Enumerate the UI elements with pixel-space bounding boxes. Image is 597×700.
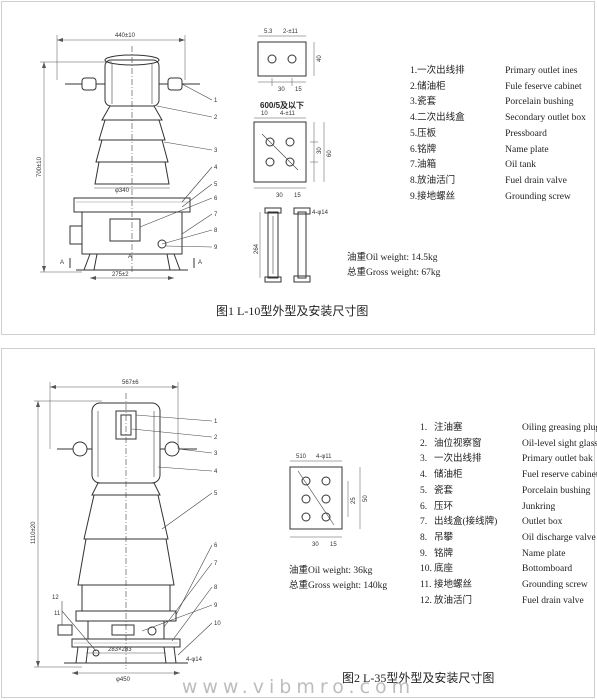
dim-4-11: 4-±11 <box>280 111 296 117</box>
dim-15: 15 <box>295 87 302 93</box>
figure-1-caption: 图1 L-10型外型及安装尺寸图 <box>216 304 369 318</box>
dim-4-14: 4-φ14 <box>312 210 329 216</box>
callout2-1: 1 <box>214 419 218 425</box>
legend-item: 7.出线盒(接线牌)Outlet box <box>420 517 563 528</box>
gross-weight: 总重Gross weight: 67kg <box>347 268 441 278</box>
dim2-50: 50 <box>363 495 369 502</box>
callout2-11: 11 <box>54 611 61 617</box>
callout-2: 2 <box>214 115 218 121</box>
callout-3: 3 <box>214 148 218 154</box>
section-a-left: A <box>60 260 64 266</box>
figure-2-panel: 567±6 1110±20 <box>1 348 597 698</box>
callout-9: 9 <box>214 245 218 251</box>
callout2-8: 8 <box>214 585 218 591</box>
dim-60: 60 <box>327 150 333 157</box>
dim-diameter: φ340 <box>115 188 130 194</box>
detail-title: 600/5及以下 <box>260 101 304 110</box>
callout2-4: 4 <box>214 469 218 475</box>
callout-7: 7 <box>214 212 218 218</box>
callout2-10: 10 <box>214 621 221 627</box>
dim2-4-11: 4-φ11 <box>316 454 332 460</box>
dim-height: 700±10 <box>37 156 43 177</box>
callout2-2: 2 <box>214 435 218 441</box>
dim-2-11: 2-±11 <box>283 29 299 35</box>
oil-weight: 油重Oil weight: 14.5kg <box>347 253 438 263</box>
figure-1-weights: 油重Oil weight: 14.5kg 总重Gross weight: 67k… <box>347 251 440 281</box>
dim2-510: 510 <box>296 454 307 460</box>
dim2-30: 30 <box>312 542 319 548</box>
dim2-base: 283×283 <box>108 647 132 653</box>
dim-30: 30 <box>278 87 285 93</box>
dim-top-width: 440±10 <box>115 33 136 39</box>
callout2-12: 12 <box>52 595 59 601</box>
callout2-7: 7 <box>214 561 218 567</box>
dim2-holes: 4-φ14 <box>186 657 203 663</box>
callout-8: 8 <box>214 228 218 234</box>
dim-264: 264 <box>254 243 260 254</box>
gross-weight: 总重Gross weight: 140kg <box>289 581 388 591</box>
dim2-15: 15 <box>330 542 337 548</box>
callout-5: 5 <box>214 182 218 188</box>
dim-30v: 30 <box>317 147 323 154</box>
figure-1-panel: 440±10 700±10 φ340 <box>1 1 595 335</box>
dim2-height: 1110±20 <box>31 521 37 544</box>
callout-4: 4 <box>214 165 218 171</box>
view-a-label: A <box>128 254 132 260</box>
dim-base-width: 275±2 <box>112 272 129 278</box>
callout2-6: 6 <box>214 543 218 549</box>
oil-weight: 油重Oil weight: 36kg <box>289 566 373 576</box>
dim-5-3: 5.3 <box>264 29 273 35</box>
dim-15b: 15 <box>294 193 301 199</box>
callout2-5: 5 <box>214 491 218 497</box>
callout-6: 6 <box>214 196 218 202</box>
callout2-3: 3 <box>214 451 218 457</box>
dim2-diameter: φ450 <box>116 677 131 683</box>
figure-2-weights: 油重Oil weight: 36kg 总重Gross weight: 140kg <box>289 564 387 594</box>
figure-1-drawing: 440±10 700±10 φ340 <box>37 29 333 283</box>
dim2-25: 25 <box>351 497 357 504</box>
watermark-text: www.vibmro.com <box>181 676 416 698</box>
section-a-right: A <box>198 260 202 266</box>
dim2-top-width: 567±6 <box>122 380 139 386</box>
dim-10: 10 <box>261 111 268 117</box>
dim-30b: 30 <box>276 193 283 199</box>
callout-1: 1 <box>214 98 218 104</box>
dim-40: 40 <box>317 55 323 62</box>
figure-2-caption: 图2 L-35型外型及安装尺寸图 <box>342 671 495 685</box>
figure-2-drawing: 567±6 1110±20 <box>31 380 369 683</box>
callout2-9: 9 <box>214 603 218 609</box>
